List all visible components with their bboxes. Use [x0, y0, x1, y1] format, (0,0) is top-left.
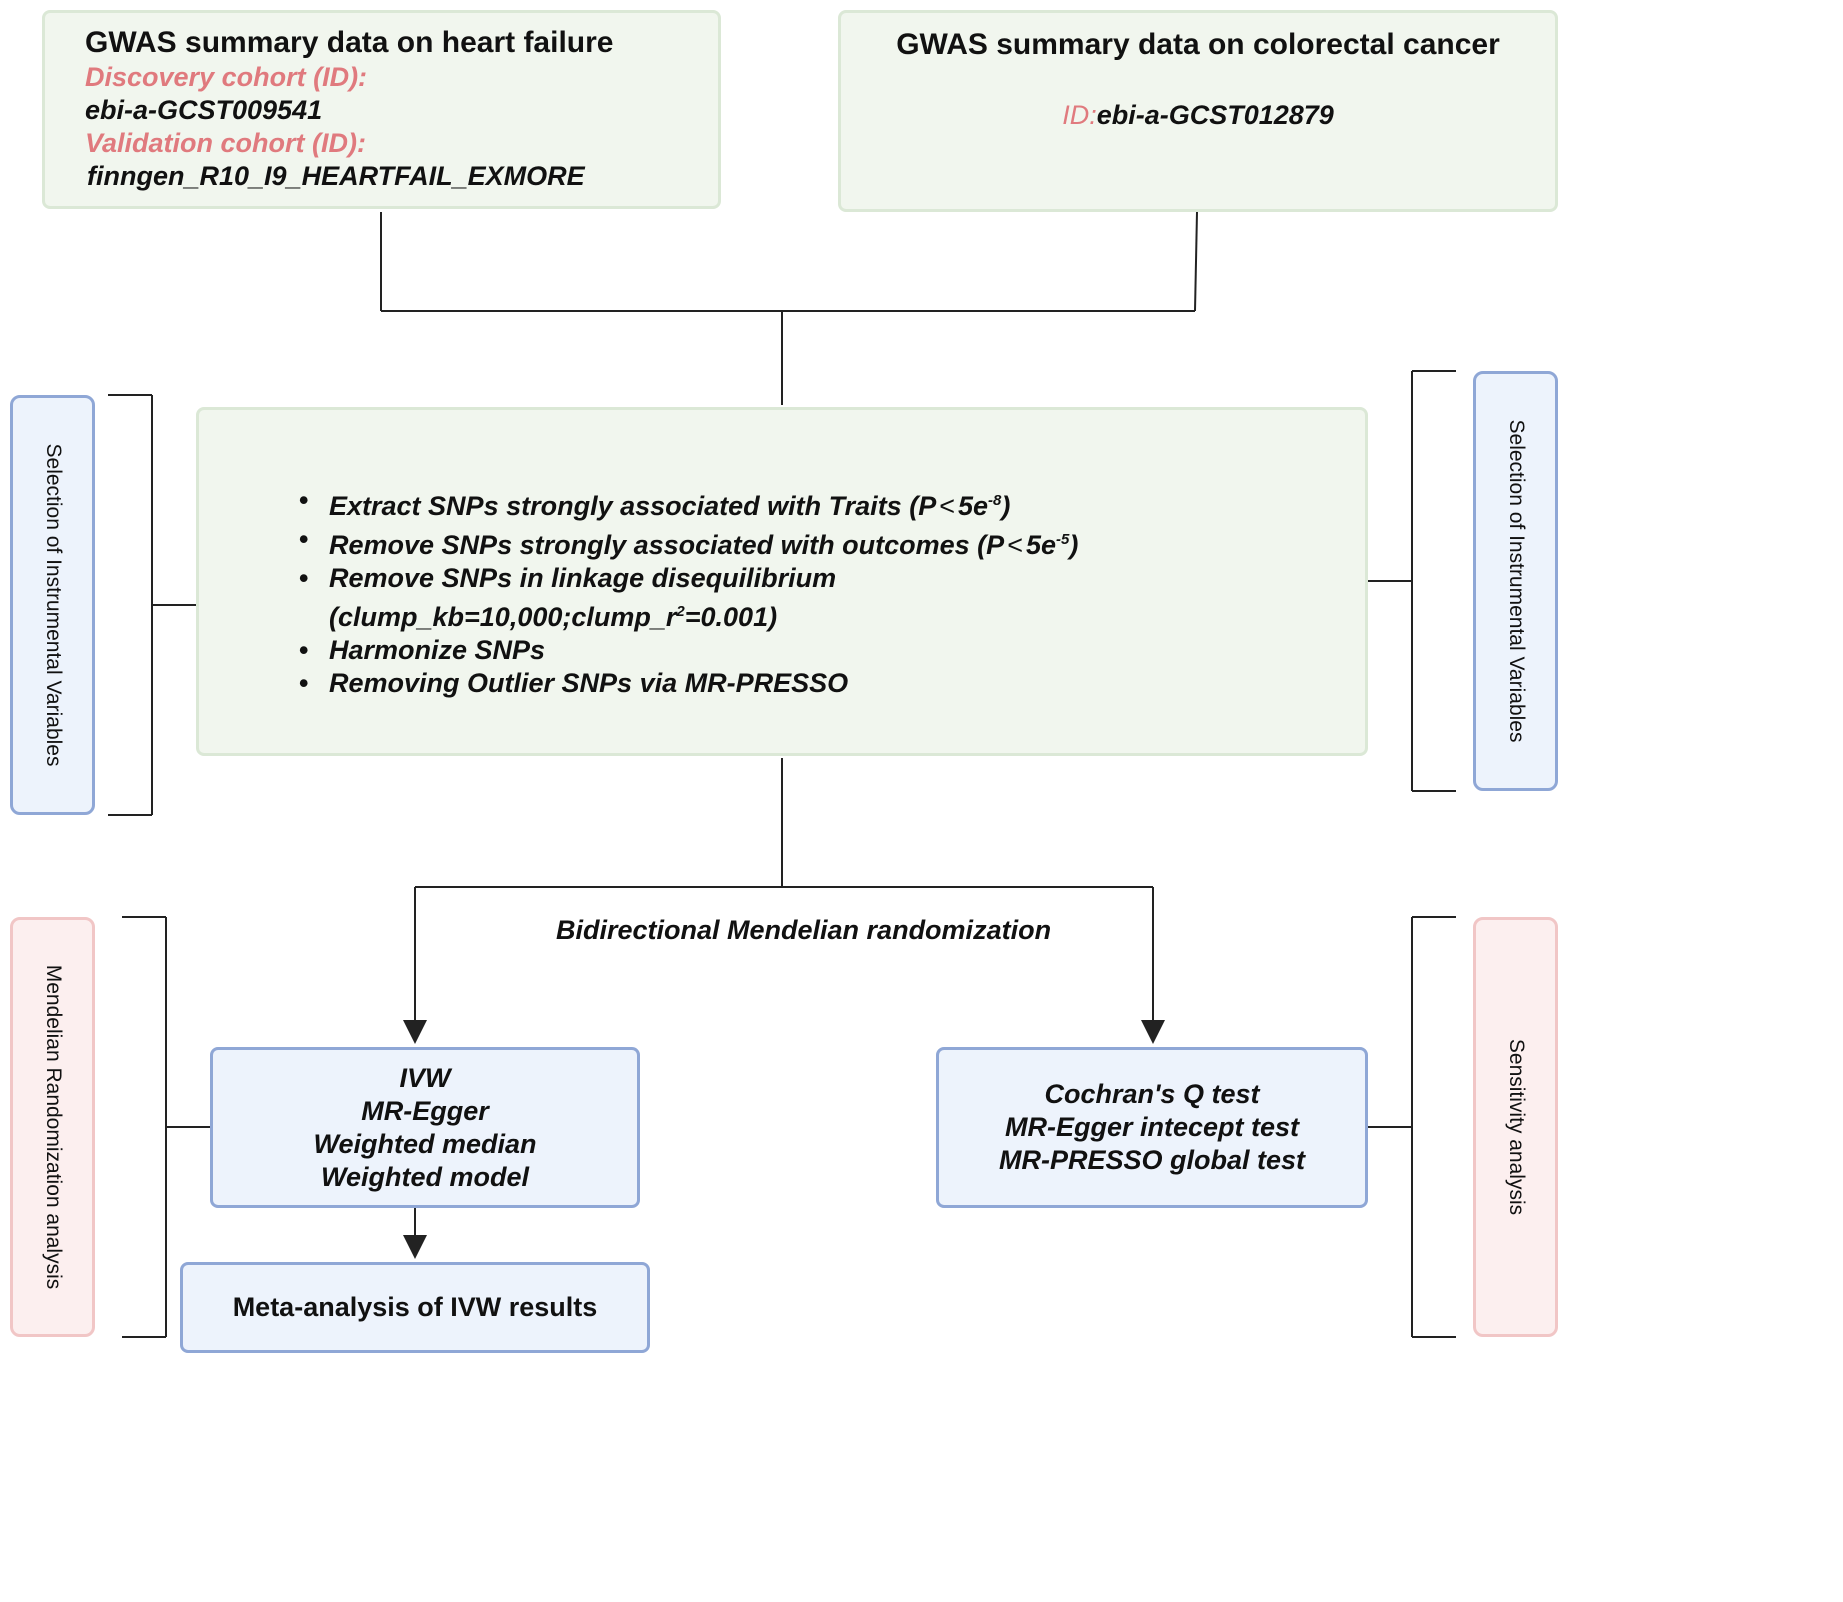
heart-failure-title: GWAS summary data on heart failure: [85, 26, 614, 59]
connector-lines: [108, 211, 1456, 1338]
validation-cohort-label: Validation cohort (ID):: [85, 128, 366, 158]
colorectal-cancer-gwas-box: GWAS summary data on colorectal cancer I…: [838, 10, 1558, 212]
colorectal-cancer-title: GWAS summary data on colorectal cancer: [896, 28, 1500, 61]
colorectal-id-label: ID:: [1062, 100, 1097, 130]
side-label-right-sensitivity-text: Sensitivity analysis: [1504, 1038, 1528, 1216]
side-label-left-iv-text: Selection of Instrumental Variables: [41, 443, 65, 767]
discovery-cohort-label: Discovery cohort (ID):: [85, 62, 368, 92]
step-remove-ld-snps: • Remove SNPs in linkage disequilibrium …: [299, 563, 837, 632]
discovery-cohort-id: ebi-a-GCST009541: [85, 95, 323, 125]
mr-method-weighted-model: Weighted model: [320, 1162, 529, 1192]
mr-method-ivw: IVW: [399, 1063, 451, 1093]
bidirectional-mr-label: Bidirectional Mendelian randomization: [556, 915, 1052, 945]
test-egger-intercept: MR-Egger intecept test: [1004, 1112, 1300, 1142]
mr-methods-box: IVW MR-Egger Weighted median Weighted mo…: [210, 1047, 640, 1208]
side-label-right-sensitivity: Sensitivity analysis: [1473, 917, 1558, 1337]
side-label-left-mr-text: Mendelian Randomization analysis: [41, 964, 65, 1290]
meta-analysis-box: Meta-analysis of IVW results: [180, 1262, 650, 1353]
side-label-right-iv: Selection of Instrumental Variables: [1473, 371, 1558, 791]
step-remove-outcome-snps: • Remove SNPs strongly associated with o…: [299, 524, 1079, 560]
step-extract-snps: • Extract SNPs strongly associated with …: [299, 485, 1011, 521]
mr-method-weighted-median: Weighted median: [313, 1129, 537, 1159]
validation-cohort-id: finngen_R10_I9_HEARTFAIL_EXMORE: [87, 161, 585, 191]
side-label-right-iv-text: Selection of Instrumental Variables: [1504, 419, 1528, 743]
mr-method-egger: MR-Egger: [361, 1096, 489, 1126]
test-cochrans-q: Cochran's Q test: [1044, 1079, 1260, 1109]
meta-analysis-label: Meta-analysis of IVW results: [232, 1292, 598, 1322]
heart-failure-gwas-box: GWAS summary data on heart failure Disco…: [42, 10, 721, 209]
colorectal-id-value: ebi-a-GCST012879: [1096, 100, 1334, 130]
side-label-left-mr: Mendelian Randomization analysis: [10, 917, 95, 1337]
iv-steps-list: • Extract SNPs strongly associated with …: [299, 484, 1365, 700]
step-remove-outliers: • Removing Outlier SNPs via MR-PRESSO: [299, 668, 849, 698]
arrowhead-right: [1141, 1020, 1165, 1044]
colorectal-cancer-id-line: ID:ebi-a-GCST012879: [841, 99, 1555, 132]
sensitivity-tests-box: Cochran's Q test MR-Egger intecept test …: [936, 1047, 1368, 1208]
arrowhead-left: [403, 1020, 427, 1044]
arrowhead-meta: [403, 1235, 427, 1259]
iv-selection-steps-box: • Extract SNPs strongly associated with …: [196, 407, 1368, 756]
side-label-left-iv: Selection of Instrumental Variables: [10, 395, 95, 815]
test-presso-global: MR-PRESSO global test: [998, 1145, 1306, 1175]
step-harmonize-snps: • Harmonize SNPs: [299, 635, 546, 665]
